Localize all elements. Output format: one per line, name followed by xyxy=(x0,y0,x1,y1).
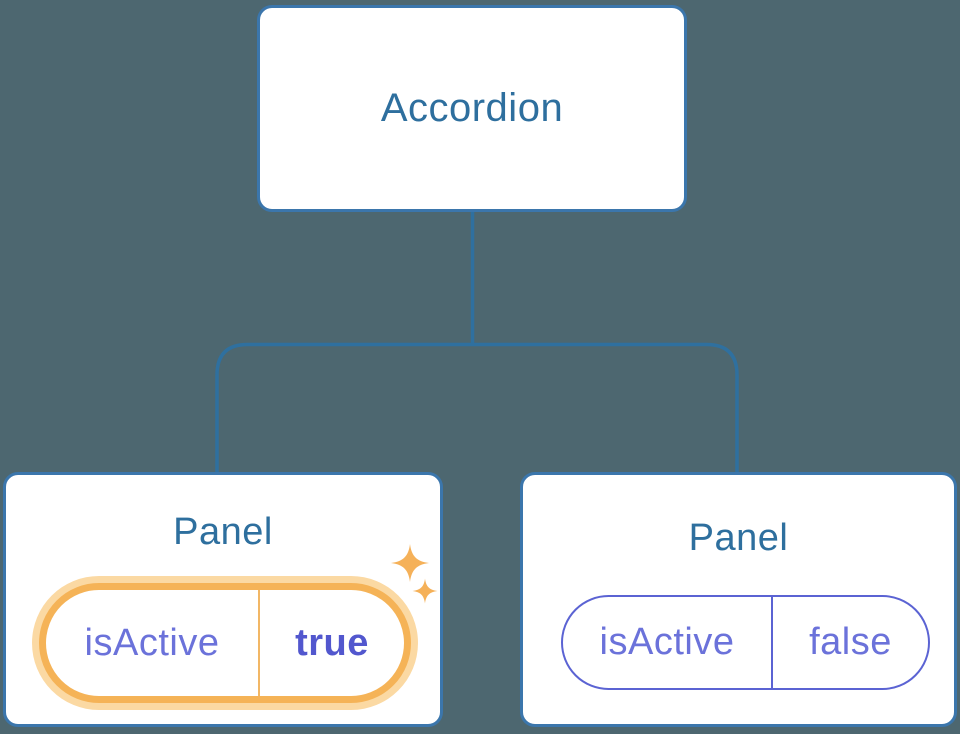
state-pill-inactive: isActive false xyxy=(561,595,930,690)
accordion-label: Accordion xyxy=(380,86,564,130)
accordion-node: Accordion xyxy=(257,5,687,212)
panel-node-inactive: Panel isActive false xyxy=(520,472,957,727)
state-key: isActive xyxy=(46,590,260,696)
state-pill-active: isActive true xyxy=(39,583,411,703)
state-value: true xyxy=(295,621,369,664)
panel-node-active: Panel isActive true xyxy=(3,472,443,727)
state-key: isActive xyxy=(563,597,773,688)
panel-label: Panel xyxy=(173,511,273,553)
panel-label: Panel xyxy=(688,517,789,559)
state-value: false xyxy=(809,621,892,663)
